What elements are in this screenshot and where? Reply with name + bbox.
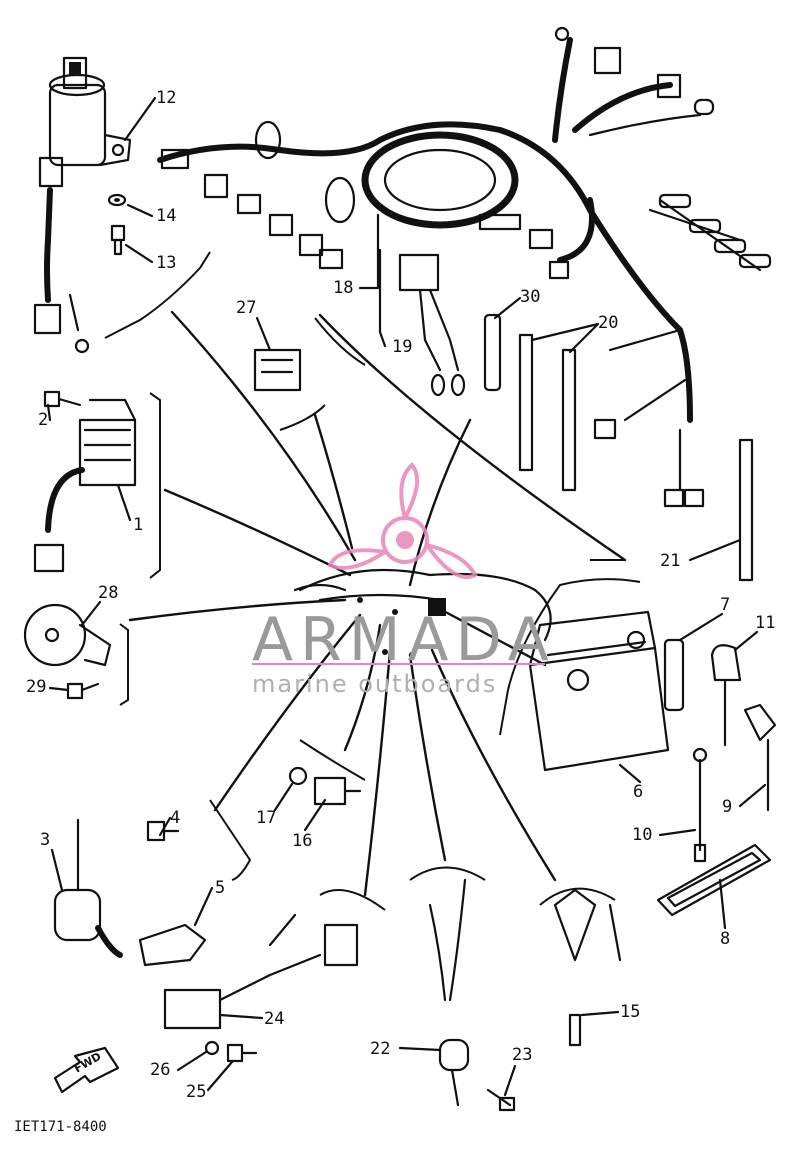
callout-29: 29 [26, 677, 46, 697]
callout-21: 21 [660, 551, 680, 571]
callout-26: 26 [150, 1060, 170, 1080]
callout-18: 18 [333, 278, 353, 298]
gasket-part-17 [288, 766, 308, 786]
callout-9: 9 [722, 797, 732, 817]
callout-12: 12 [156, 88, 176, 108]
callout-25: 25 [186, 1082, 206, 1102]
main-switch-part-12 [33, 56, 132, 354]
callout-7: 7 [720, 595, 730, 615]
callout-labels: 12 14 13 18 27 30 20 19 2 1 21 28 29 7 1… [26, 88, 775, 1102]
ignitor-unit-part-24 [163, 913, 359, 1030]
battery-part-6 [528, 610, 670, 772]
callout-27: 27 [236, 298, 256, 318]
ignition-coil-part-3 [53, 818, 123, 958]
callout-16: 16 [292, 831, 312, 851]
battery-cable-part-10 [692, 747, 708, 863]
callout-15: 15 [620, 1002, 640, 1022]
callout-17: 17 [256, 808, 276, 828]
callout-3: 3 [40, 830, 50, 850]
relay-part-19 [398, 253, 466, 397]
bolt-part-13 [110, 224, 126, 256]
bolt-part-25 [226, 1043, 258, 1063]
flasher-relay-part-27 [253, 348, 302, 392]
callout-2: 2 [38, 410, 48, 430]
motorcycle-frame [293, 568, 552, 658]
callout-13: 13 [156, 253, 176, 273]
bolt-part-29 [66, 682, 100, 700]
watermark-tagline: marine outboards [252, 670, 497, 698]
horn-part-28 [23, 603, 112, 667]
callout-4: 4 [170, 808, 180, 828]
neutral-switch-part-16 [313, 776, 362, 806]
callout-11: 11 [755, 613, 775, 633]
cable-tie-part-21 [738, 438, 754, 582]
washer-part-14 [107, 193, 127, 207]
screw-part-4 [146, 820, 180, 842]
callout-19: 19 [392, 337, 412, 357]
battery-cover-part-7 [663, 638, 685, 712]
drawing-code: IET171-8400 [14, 1119, 107, 1135]
wire-harness-part-18 [157, 26, 772, 508]
callout-10: 10 [632, 825, 652, 845]
leader-lines [128, 310, 627, 897]
terminal-cover-part-11 [710, 644, 742, 747]
battery-band-part-8 [656, 843, 772, 917]
spark-plug-cap-part-5 [138, 923, 207, 967]
fwd-arrow: FWD [53, 1046, 120, 1094]
callout-20: 20 [598, 313, 618, 333]
cable-tie-part-30 [483, 313, 502, 392]
callout-24: 24 [264, 1009, 284, 1029]
callout-22: 22 [370, 1039, 390, 1059]
watermark: ARMADA marine outboards [252, 462, 549, 698]
callout-30: 30 [520, 287, 540, 307]
battery-cable-part-9 [743, 703, 777, 812]
callout-23: 23 [512, 1045, 532, 1065]
callout-8: 8 [720, 929, 730, 949]
rectifier-part-1 [33, 398, 137, 573]
screw-part-2 [43, 390, 82, 408]
plug-cap-part-15 [553, 888, 622, 1047]
washer-part-26 [204, 1040, 220, 1056]
callout-14: 14 [156, 206, 176, 226]
callout-28: 28 [98, 583, 118, 603]
cable-tie-part-20 [518, 333, 577, 492]
callout-6: 6 [633, 782, 643, 802]
switch-part-22 [428, 878, 470, 1107]
callout-5: 5 [215, 878, 225, 898]
brackets [104, 251, 641, 911]
armada-logo-icon [327, 462, 478, 579]
screw-part-23 [486, 1088, 516, 1112]
callout-1: 1 [133, 515, 143, 535]
callout-leaders [46, 96, 767, 1097]
